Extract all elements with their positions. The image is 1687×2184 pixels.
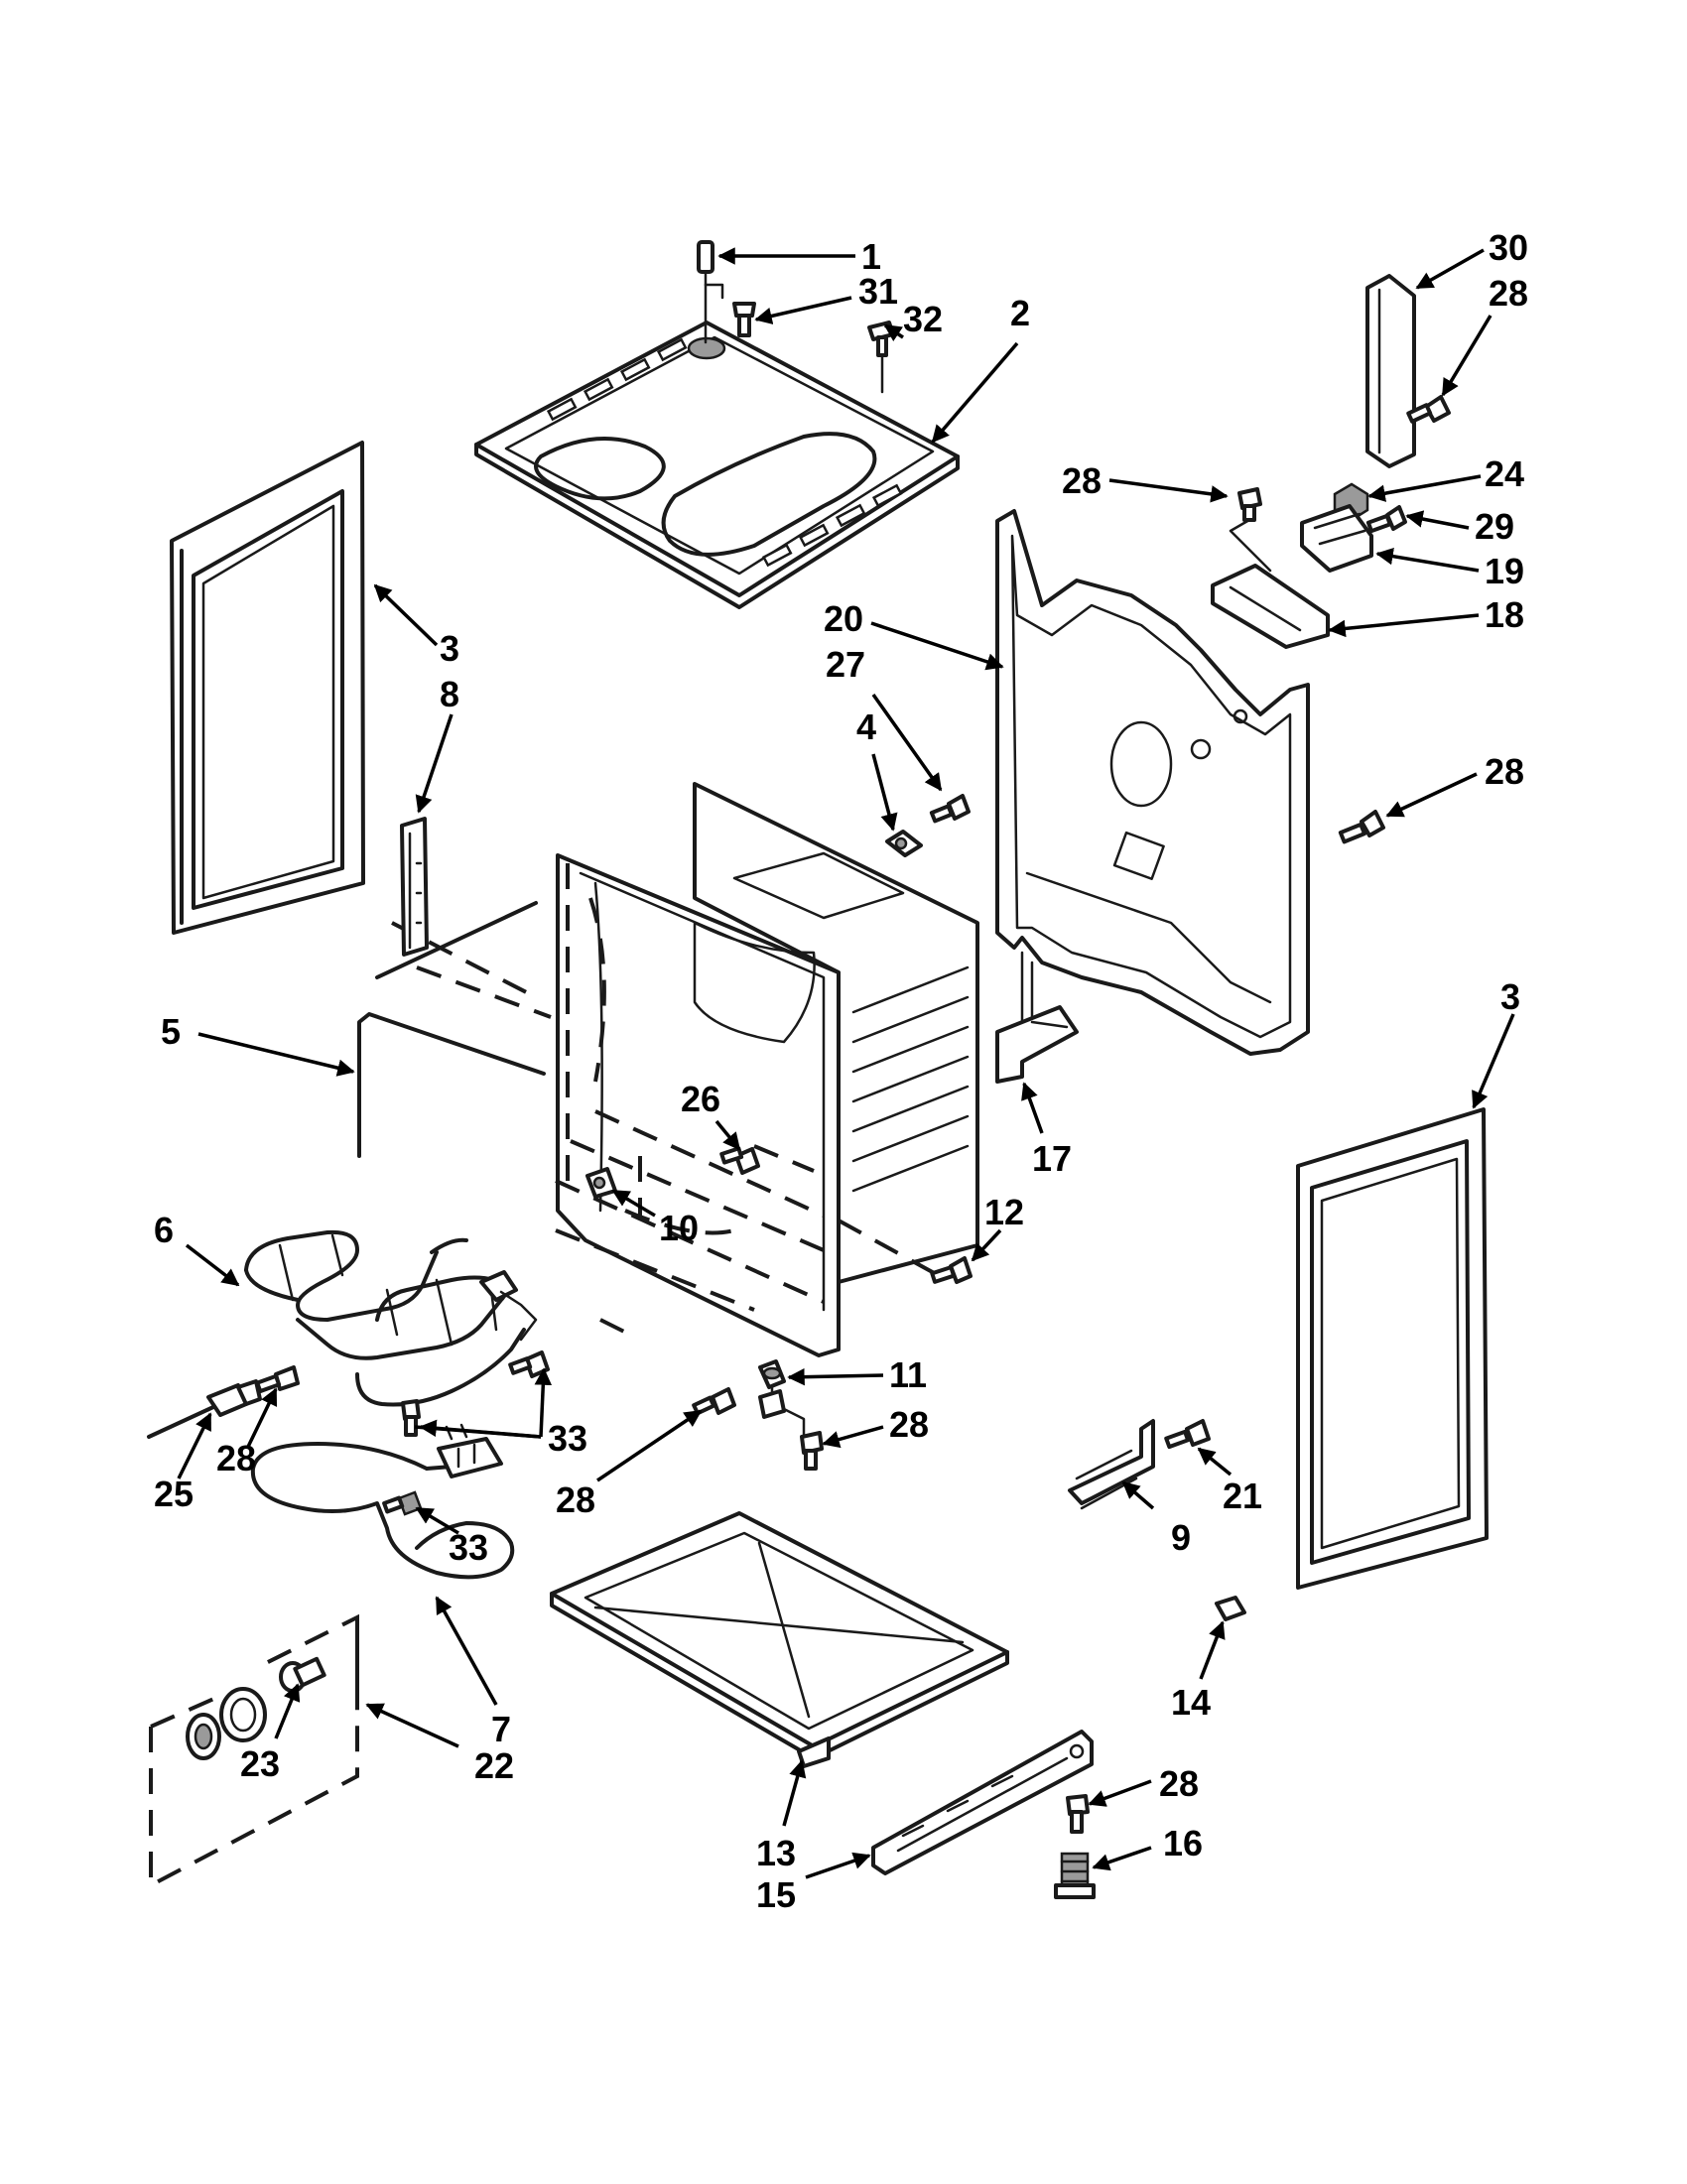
callout-28: 28 — [1159, 1763, 1199, 1804]
cooktop-top-panel — [474, 321, 960, 609]
callout-6: 6 — [154, 1210, 174, 1250]
screw-32 — [867, 321, 895, 394]
cooktop-vent-slots — [546, 337, 903, 568]
screw-29 — [1365, 505, 1407, 534]
gasket-5 — [357, 901, 546, 1158]
callout-5: 5 — [161, 1011, 181, 1052]
callout-28: 28 — [1485, 751, 1524, 792]
callout-26: 26 — [681, 1079, 720, 1119]
screw-31 — [732, 302, 756, 337]
temperature-sensor-25 — [147, 1379, 262, 1439]
callout-19: 19 — [1485, 551, 1524, 591]
callout-12: 12 — [984, 1192, 1024, 1232]
callout-22: 22 — [474, 1745, 514, 1786]
callout-1: 1 — [861, 236, 881, 277]
screw-33-c — [382, 1490, 423, 1516]
right-side-panel — [1296, 1107, 1489, 1590]
terminal-block-11 — [758, 1359, 806, 1441]
callout-4: 4 — [856, 707, 876, 747]
callout-labels: 1 31 32 2 30 28 28 24 29 19 18 20 3 8 27… — [154, 227, 1528, 1915]
callout-32: 32 — [903, 299, 943, 339]
screw-26 — [719, 1146, 760, 1175]
clip-14 — [1215, 1596, 1246, 1621]
leader-lines — [177, 247, 1515, 1879]
knob-group-22 — [149, 1613, 359, 1889]
bake-element-7 — [250, 1423, 515, 1580]
screw-28-leveler — [1066, 1794, 1090, 1834]
vent-flue-8 — [400, 817, 429, 957]
screw-1 — [697, 240, 724, 344]
clip-4 — [885, 830, 923, 857]
bracket-19 — [1300, 504, 1373, 573]
bracket-18 — [1211, 564, 1330, 649]
screw-21 — [1164, 1419, 1211, 1450]
callout-33: 33 — [449, 1527, 488, 1568]
callout-31: 31 — [858, 271, 898, 312]
screw-28-oven-left — [692, 1387, 736, 1416]
screw-12 — [930, 1256, 973, 1284]
screw-33-b — [401, 1399, 421, 1437]
callout-25: 25 — [154, 1474, 194, 1514]
callout-17: 17 — [1032, 1138, 1072, 1179]
callout-20: 20 — [824, 598, 863, 639]
knob-23 — [186, 1656, 326, 1760]
screw-28-bracket — [1229, 487, 1272, 573]
callout-16: 16 — [1163, 1823, 1203, 1863]
callout-30: 30 — [1489, 227, 1528, 268]
callout-7: 7 — [491, 1709, 511, 1749]
callout-28: 28 — [216, 1438, 256, 1478]
callout-33: 33 — [548, 1418, 587, 1459]
callout-13: 13 — [756, 1833, 796, 1873]
broil-element-6 — [244, 1229, 538, 1407]
oven-bottom-13 — [550, 1511, 1009, 1768]
callout-14: 14 — [1171, 1682, 1211, 1723]
sensor-10 — [585, 1167, 617, 1199]
left-side-panel — [170, 441, 365, 935]
callout-28: 28 — [1489, 273, 1528, 314]
latch-17 — [995, 1005, 1079, 1084]
callout-9: 9 — [1171, 1517, 1191, 1558]
callout-18: 18 — [1485, 594, 1524, 635]
callout-3: 3 — [440, 628, 459, 669]
callout-2: 2 — [1010, 293, 1030, 333]
screw-28-oven-right — [800, 1431, 824, 1471]
leveler-16 — [1054, 1852, 1096, 1899]
callout-28: 28 — [556, 1479, 595, 1520]
screw-28-sensor — [255, 1365, 300, 1394]
bracket-30 — [1365, 274, 1416, 468]
callout-27: 27 — [826, 644, 865, 685]
callout-8: 8 — [440, 674, 459, 714]
screw-28-upper-right — [1406, 395, 1451, 424]
rail-15 — [871, 1730, 1094, 1875]
screw-27 — [929, 794, 971, 824]
callout-3: 3 — [1500, 976, 1520, 1017]
callout-24: 24 — [1485, 453, 1524, 494]
callout-23: 23 — [240, 1743, 280, 1784]
callout-11: 11 — [889, 1354, 927, 1395]
callout-15: 15 — [756, 1874, 796, 1915]
callout-10: 10 — [659, 1208, 699, 1248]
callout-29: 29 — [1475, 506, 1514, 547]
screw-28-rear — [1338, 810, 1385, 844]
callout-28: 28 — [889, 1404, 929, 1445]
callout-21: 21 — [1223, 1476, 1262, 1516]
cavity-dashed-lines — [391, 863, 939, 1337]
oven-cavity — [556, 782, 979, 1357]
callout-28: 28 — [1062, 460, 1102, 501]
